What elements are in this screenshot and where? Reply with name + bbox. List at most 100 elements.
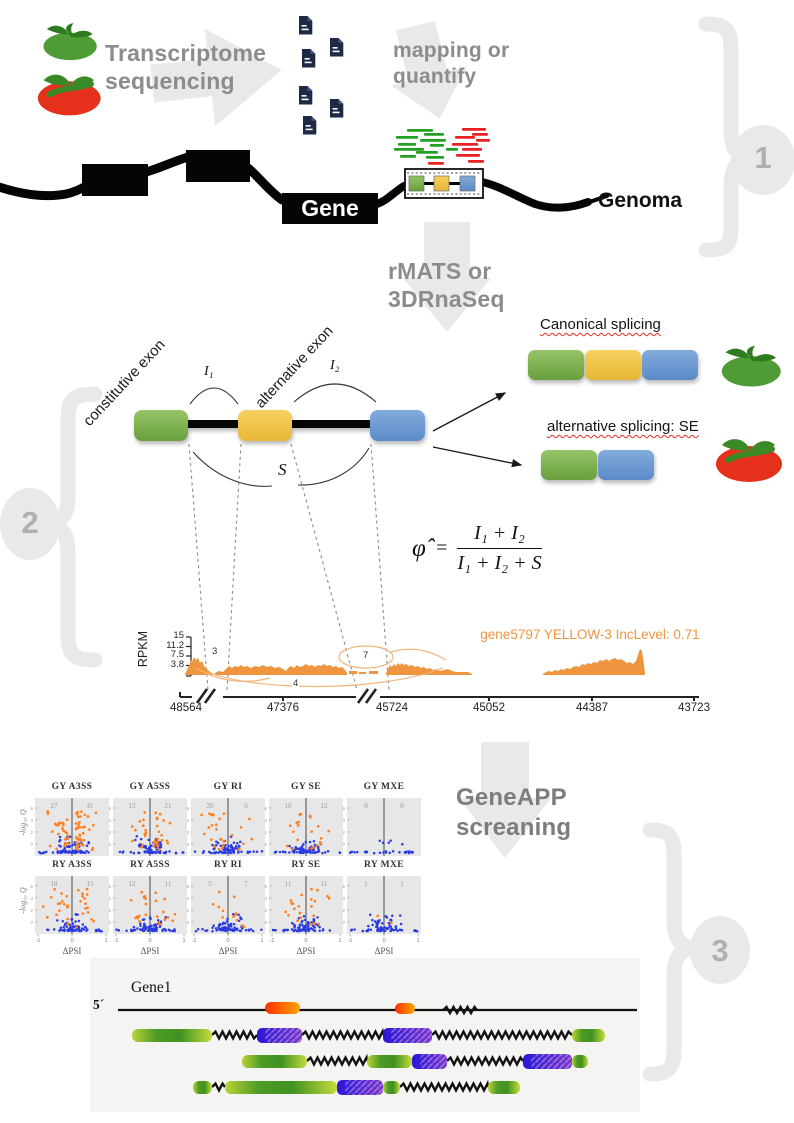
red-read [462, 148, 482, 151]
arrow-down-geneapp-icon [459, 742, 551, 858]
pos-count: 0 [400, 802, 404, 810]
red-read [456, 154, 480, 157]
blue-point [77, 926, 81, 930]
orange-point [319, 837, 323, 840]
exon-purple-hatch [531, 1054, 572, 1069]
blue-point [143, 922, 146, 926]
blue-point [380, 921, 384, 925]
ytick-label: 6 [342, 806, 345, 811]
xtick-label: -1 [36, 938, 41, 944]
orange-point [58, 909, 61, 913]
blue-point [143, 929, 146, 933]
scatter-dots [193, 812, 264, 855]
orange-point [326, 894, 329, 898]
orange-point [136, 916, 140, 920]
blue-point [290, 928, 294, 931]
mapping-label-line1: mapping or [393, 39, 510, 62]
blue-point [125, 929, 128, 933]
blue-point [371, 923, 374, 927]
blue-point [58, 851, 62, 854]
blue-point [383, 929, 387, 932]
green-tomato-icon [43, 23, 97, 61]
coverage-segment [386, 663, 472, 675]
blue-point [239, 840, 242, 844]
blue-point [294, 848, 297, 851]
orange-point [232, 915, 235, 918]
orange-point [76, 815, 80, 819]
blue-point [135, 834, 139, 838]
green-read [430, 144, 444, 147]
blue-point [214, 851, 218, 854]
blue-point [226, 917, 229, 921]
blue-point [46, 928, 49, 931]
blue-point [260, 928, 263, 931]
blue-point [202, 849, 206, 853]
orange-point [168, 821, 172, 825]
neg-count: 18 [51, 880, 59, 888]
orange-point [140, 845, 144, 849]
blue-point [302, 925, 306, 929]
orange-point [232, 895, 236, 899]
orange-point [207, 826, 211, 829]
blue-point [394, 927, 398, 931]
blue-point [400, 929, 404, 932]
exon-purple-hatch [391, 1028, 432, 1043]
orange-point [79, 837, 83, 841]
exon-green-bar [488, 1081, 520, 1094]
blue-point [182, 851, 185, 854]
arrow-down-rmats-icon [403, 222, 491, 332]
blue-point [321, 929, 325, 932]
orange-point [142, 895, 146, 899]
orange-point [235, 918, 239, 922]
orange-point [221, 846, 224, 849]
orange-point [86, 815, 90, 818]
orange-point [310, 887, 313, 891]
orange-point [84, 902, 87, 905]
blue-point [142, 926, 145, 930]
rpkm-xtick: 48564 [170, 702, 202, 714]
splicing-model [134, 410, 425, 441]
blue-point [229, 922, 233, 926]
blue-point [233, 847, 237, 850]
red-read [455, 136, 475, 139]
blue-point [387, 921, 391, 925]
exon-purple-hatch [420, 1054, 447, 1069]
volcano-xlabel: ΔPSI [296, 946, 316, 956]
blue-point [81, 923, 85, 926]
orange-point [308, 923, 312, 926]
neg-count: 12 [129, 880, 137, 888]
blue-point [149, 848, 152, 851]
blue-point [72, 925, 75, 928]
blue-point [77, 919, 81, 923]
blue-point [150, 927, 154, 931]
pos-count: 12 [321, 802, 329, 810]
orange-point [61, 823, 65, 827]
scatter-dots [115, 890, 177, 933]
blue-point [232, 850, 235, 853]
pos-count: 6 [244, 802, 248, 810]
blue-point [238, 845, 241, 848]
orange-point [166, 916, 170, 919]
blue-point [374, 925, 378, 929]
blue-point [167, 928, 171, 932]
read-stacks [394, 128, 490, 165]
orange-point [66, 837, 69, 841]
orange-point [65, 904, 69, 908]
pos-count: 11 [321, 880, 328, 888]
orange-point [141, 824, 145, 828]
blue-point [71, 922, 75, 925]
gene-label-box [282, 193, 378, 224]
orange-point [217, 905, 221, 909]
blue-point [389, 918, 392, 922]
exon-purple-hatch [265, 1028, 302, 1043]
rpkm-xtick: 44387 [576, 702, 608, 714]
blue-point [371, 918, 374, 922]
alternative-exon-block [238, 410, 292, 441]
volcano-panel-title: GY MXE [363, 782, 405, 792]
blue-point [70, 918, 73, 921]
blue-point [229, 928, 232, 932]
neg-count: 11 [285, 880, 292, 888]
